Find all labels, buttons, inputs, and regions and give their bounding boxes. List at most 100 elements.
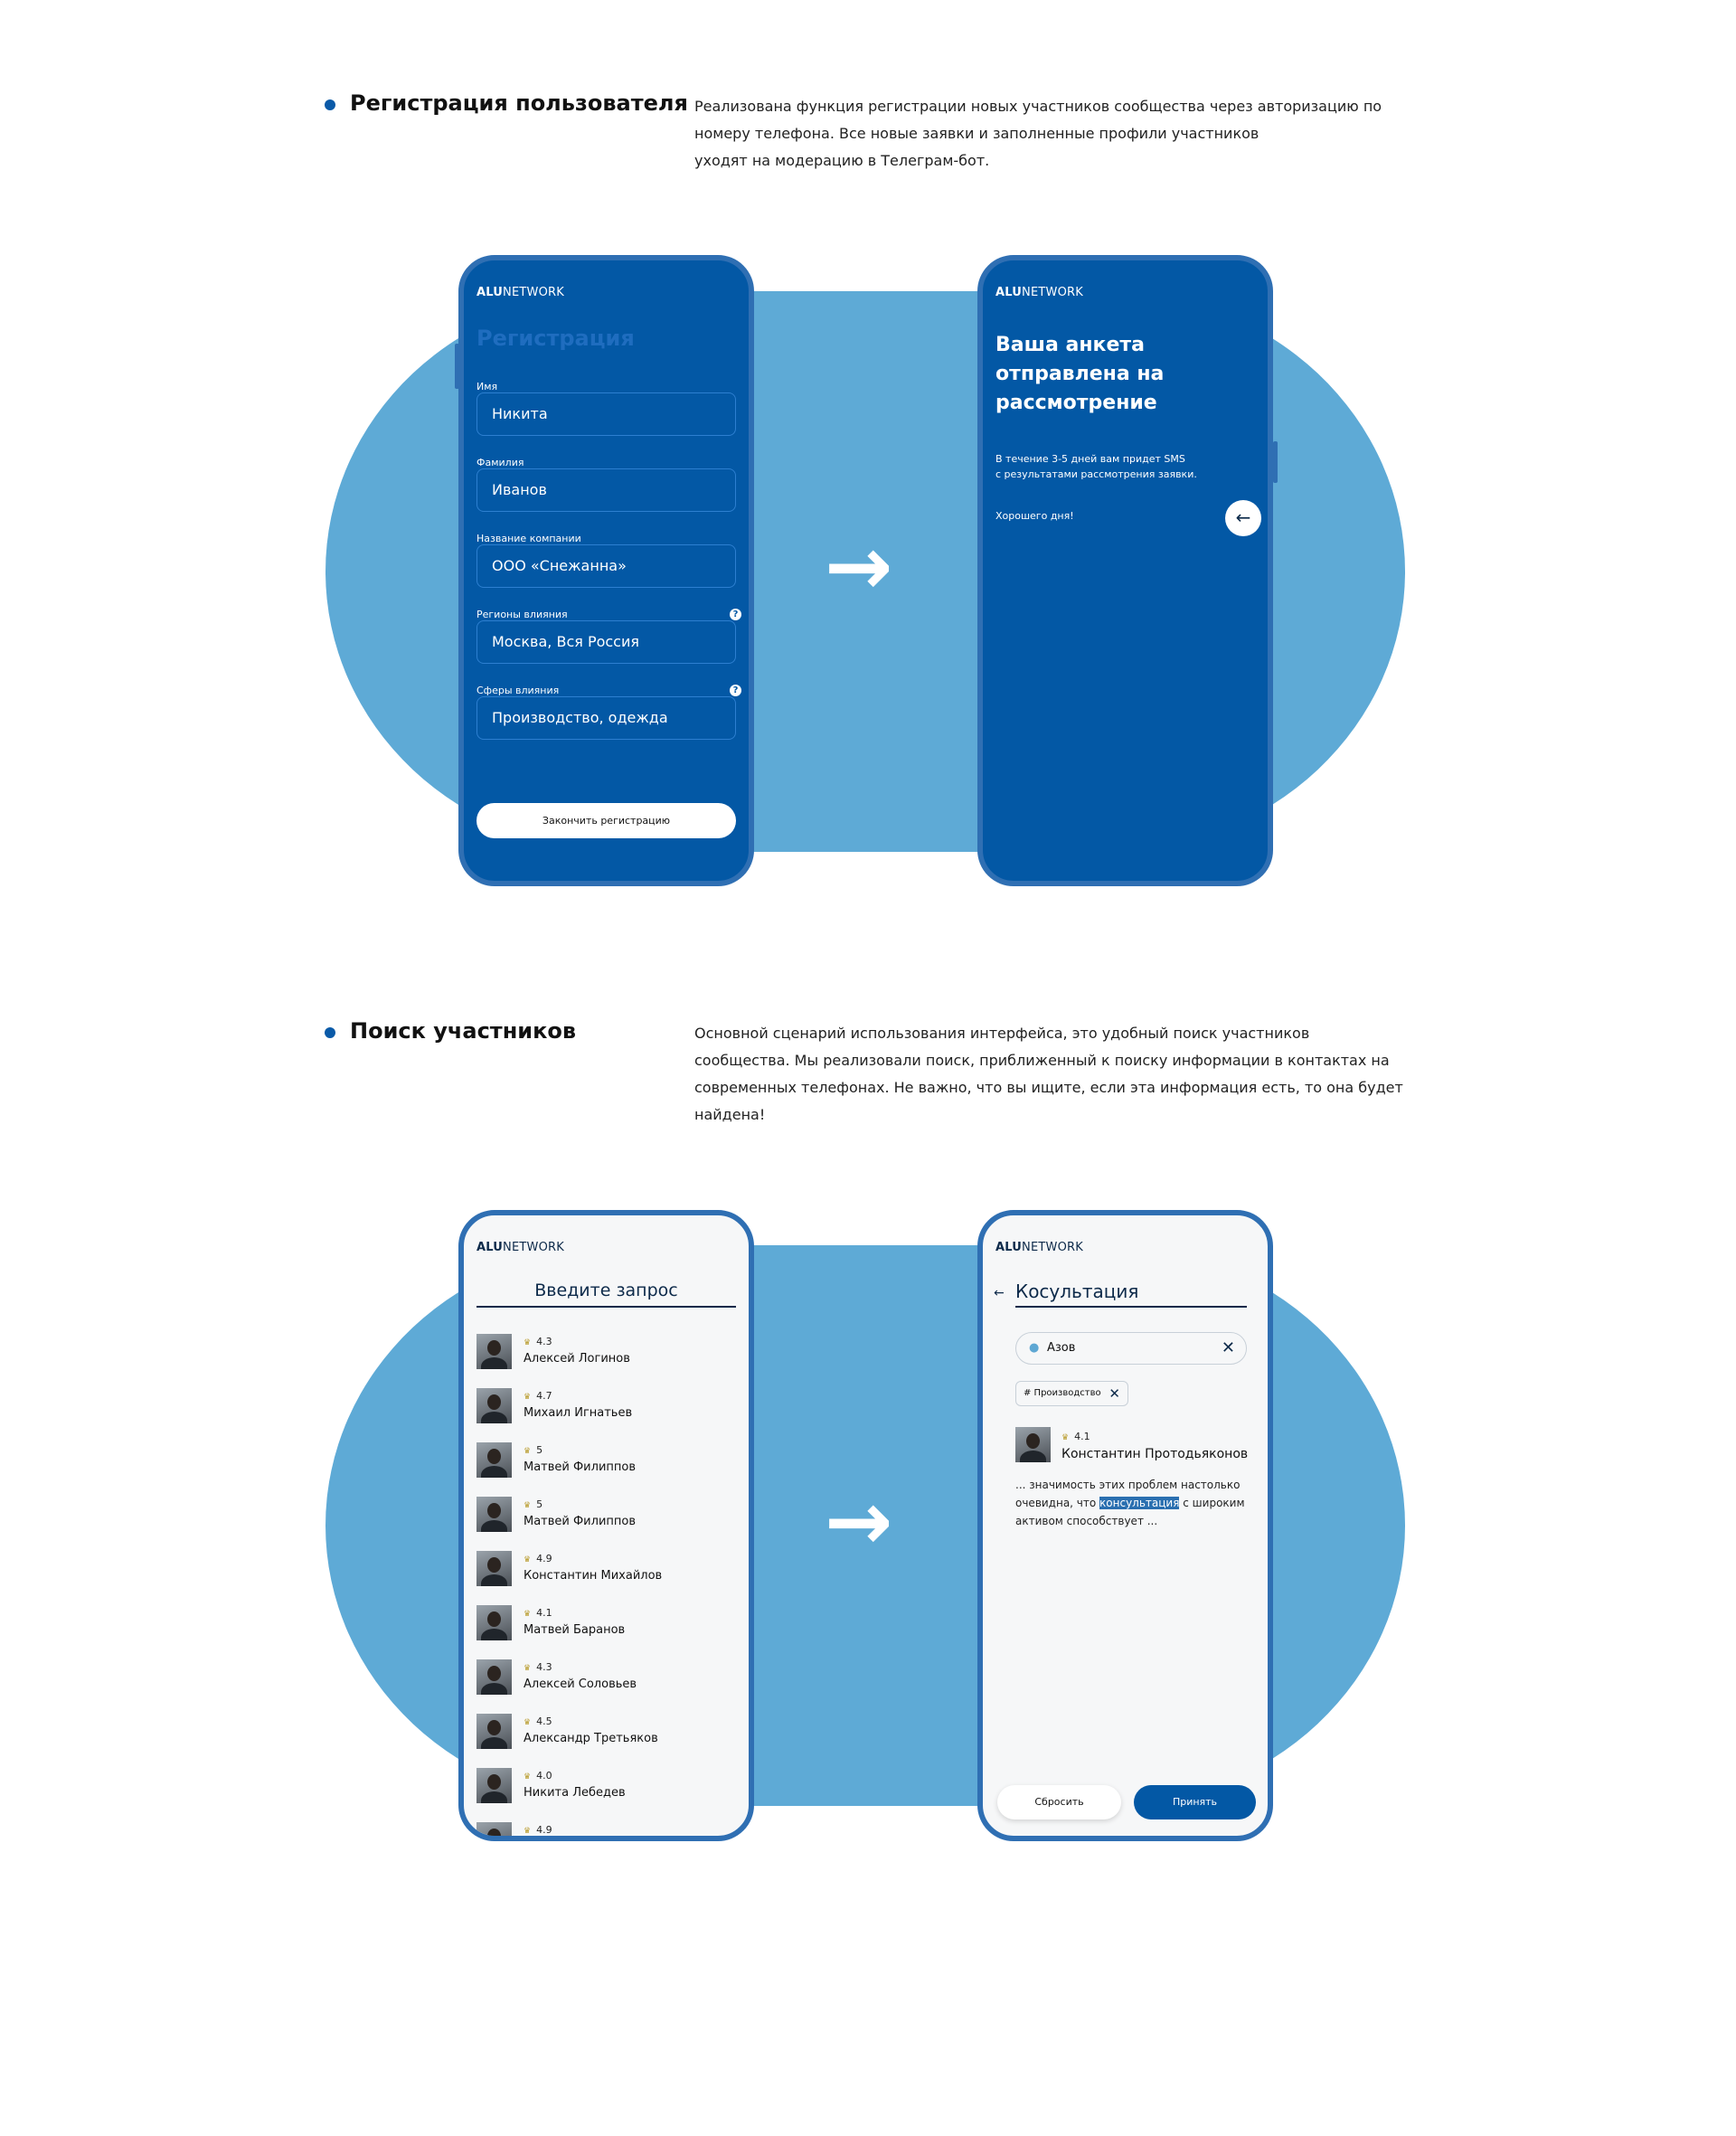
member-rating: ♛4.9 [524,1824,552,1836]
crown-icon: ♛ [524,1393,532,1402]
avatar [476,1497,512,1532]
reset-button[interactable]: Сбросить [997,1785,1121,1819]
section-description: Основной сценарий использования интерфей… [694,1025,1403,1123]
section-title: Поиск участников [350,1018,577,1044]
list-item[interactable]: ♛4.9 [476,1822,739,1836]
location-filter[interactable]: ● Азов ✕ [1015,1332,1247,1365]
screen-title: Регистрация [476,326,635,351]
logo: ALUNETWORK [476,286,564,299]
avatar [476,1551,512,1586]
member-rating: ♛4.5 [524,1715,552,1727]
logo: ALUNETWORK [995,1241,1083,1254]
section-title: Регистрация пользователя [350,90,688,116]
crown-icon: ♛ [524,1555,532,1564]
avatar [476,1768,512,1803]
list-item[interactable]: ♛4.5 Александр Третьяков [476,1714,739,1768]
field-label: Сферы влияния [476,685,560,696]
member-name: Матвей Филиппов [524,1460,637,1474]
field-label: Фамилия [476,457,524,468]
tag-chip[interactable]: # Производство ✕ [1015,1381,1128,1406]
arrow-left-icon: ← [1235,506,1251,528]
list-item[interactable]: ♛4.9 Константин Михайлов [476,1551,739,1605]
query-input[interactable]: Косультация [1015,1281,1247,1308]
crown-icon: ♛ [524,1447,532,1456]
avatar [476,1659,512,1695]
list-item[interactable]: ♛4.1 Матвей Баранов [476,1605,739,1659]
member-name: Алексей Логинов [524,1352,630,1366]
avatar [476,1822,512,1836]
greeting: Хорошего дня! [995,510,1074,522]
search-input[interactable]: Введите запрос [476,1281,736,1308]
crown-icon: ♛ [524,1501,532,1510]
member-name: Михаил Игнатьев [524,1406,633,1420]
section-description: Реализована функция регистрации новых уч… [694,98,1382,169]
clear-location-icon[interactable]: ✕ [1221,1338,1235,1357]
result-snippet: ... значимость этих проблем настолько оч… [1015,1479,1245,1527]
member-name[interactable]: Константин Протодьяконов [1061,1447,1249,1461]
list-item[interactable]: ♛4.3 Алексей Логинов [476,1334,739,1388]
field-input[interactable]: Москва, Вся Россия [476,620,736,664]
crown-icon: ♛ [524,1718,532,1727]
member-name: Матвей Филиппов [524,1515,637,1528]
crown-icon: ♛ [524,1664,532,1673]
location-pin-icon: ● [1029,1341,1040,1355]
avatar [476,1388,512,1423]
member-rating: ♛4.3 [524,1336,552,1347]
field-label: Имя [476,381,498,392]
member-rating: ♛4.7 [524,1390,552,1402]
list-item[interactable]: ♛5 Матвей Филиппов [476,1497,739,1551]
list-item[interactable]: ♛4.7 Михаил Игнатьев [476,1388,739,1442]
member-rating: ♛4.1 [1061,1431,1090,1442]
member-rating: ♛4.9 [524,1553,552,1564]
member-name: Константин Михайлов [524,1569,663,1583]
field-input[interactable]: Никита [476,392,736,436]
member-rating: ♛4.0 [524,1770,552,1782]
phone-side-button [455,344,459,389]
list-item[interactable]: ♛5 Матвей Филиппов [476,1442,739,1497]
results-screen: ALUNETWORK ← Косультация ● Азов ✕ # Прои… [977,1210,1273,1841]
field-input[interactable]: ООО «Снежанна» [476,544,736,588]
member-rating: ♛4.1 [524,1607,552,1619]
member-rating: ♛5 [524,1498,543,1510]
field-input[interactable]: Иванов [476,468,736,512]
avatar [476,1334,512,1369]
avatar [476,1605,512,1640]
arrow-right-icon: → [825,1474,893,1569]
back-arrow-icon[interactable]: ← [994,1286,1005,1300]
list-item[interactable]: ♛4.3 Алексей Соловьев [476,1659,739,1714]
member-name: Алексей Соловьев [524,1678,637,1691]
crown-icon: ♛ [524,1338,532,1347]
avatar [1015,1427,1051,1462]
crown-icon: ♛ [524,1827,532,1836]
section-bullet [325,99,335,110]
member-rating: ♛4.3 [524,1661,552,1673]
crown-icon: ♛ [524,1610,532,1619]
list-item[interactable]: ♛4.0 Никита Лебедев [476,1768,739,1822]
logo: ALUNETWORK [995,286,1083,299]
help-icon[interactable]: ? [730,685,741,696]
section-bullet [325,1027,335,1038]
field-input[interactable]: Производство, одежда [476,696,736,740]
phone-side-button [1273,441,1278,483]
field-label: Регионы влияния [476,609,568,620]
avatar [476,1714,512,1749]
help-icon[interactable]: ? [730,609,741,620]
crown-icon: ♛ [1061,1433,1070,1442]
member-name: Никита Лебедев [524,1786,626,1800]
remove-tag-icon[interactable]: ✕ [1109,1385,1120,1402]
search-screen: ALUNETWORK Введите запрос ♛4.3 Алексей Л… [458,1210,754,1841]
crown-icon: ♛ [524,1772,532,1782]
member-rating: ♛5 [524,1444,543,1456]
back-button[interactable]: ← [1225,500,1261,536]
avatar [476,1442,512,1478]
finish-registration-button[interactable]: Закончить регистрацию [476,803,736,838]
accept-button[interactable]: Принять [1134,1785,1256,1819]
logo: ALUNETWORK [476,1241,564,1254]
member-name: Матвей Баранов [524,1623,626,1637]
arrow-right-icon: → [825,519,893,614]
field-label: Название компании [476,533,581,544]
